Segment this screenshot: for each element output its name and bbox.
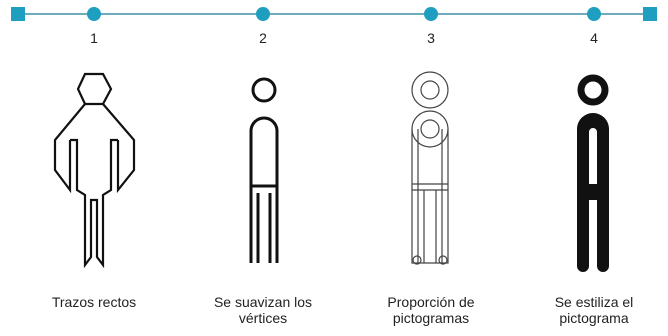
step-3-caption: Proporción de pictogramas <box>387 294 475 326</box>
proportion-guide-figure-icon <box>411 71 449 265</box>
timeline-node-1 <box>87 7 101 21</box>
stylized-figure-icon <box>577 74 609 272</box>
timeline-start-marker <box>11 7 25 21</box>
timeline-node-3 <box>424 7 438 21</box>
step-3-number: 3 <box>427 30 435 46</box>
step-1-caption: Trazos rectos <box>51 294 137 310</box>
step-2-number: 2 <box>259 30 267 46</box>
timeline-end-marker <box>643 7 657 21</box>
rounded-figure-icon <box>249 77 279 263</box>
step-4-number: 4 <box>590 30 598 46</box>
step-4-caption: Se estiliza el pictograma <box>554 294 634 326</box>
step-1-number: 1 <box>90 30 98 46</box>
timeline-node-4 <box>587 7 601 21</box>
angular-figure-icon <box>53 72 136 269</box>
timeline-node-2 <box>256 7 270 21</box>
step-2-caption: Se suavizan los vértices <box>213 294 313 326</box>
